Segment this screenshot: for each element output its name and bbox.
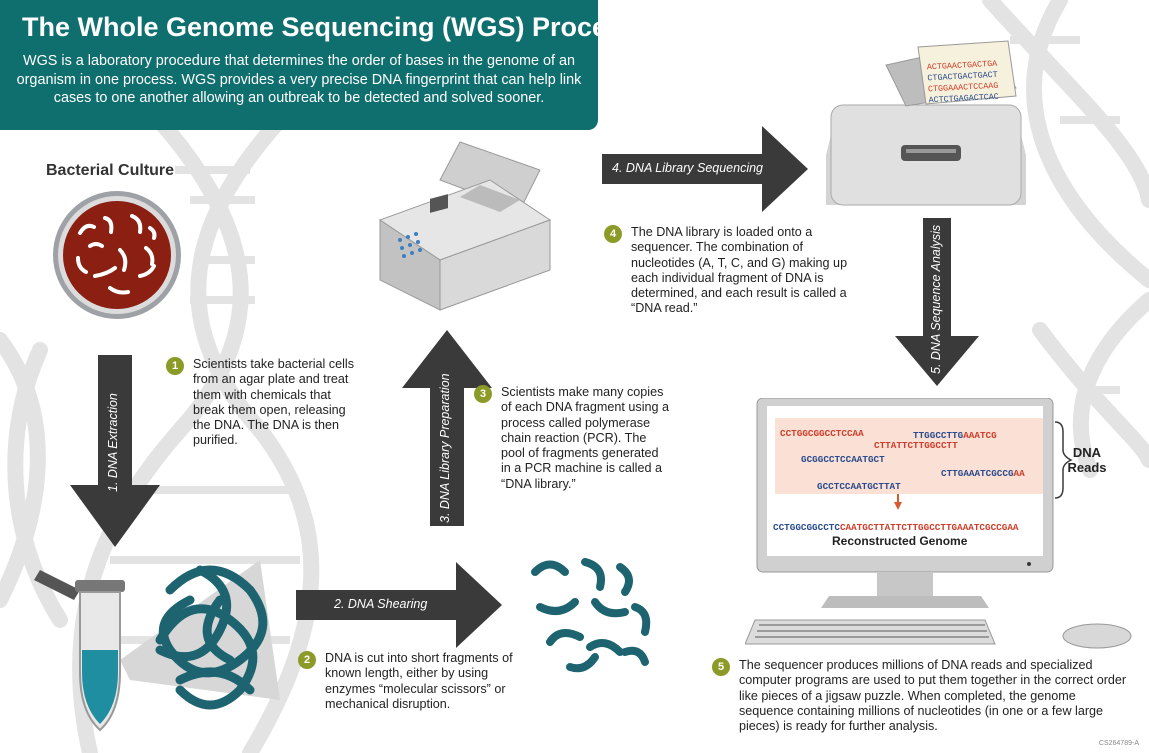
genome-sequence-part: CAATGCTTATTCTTGGCCTTGAAATCGCCGAA <box>839 522 1019 533</box>
step-4-text: The DNA library is loaded onto a sequenc… <box>631 225 848 316</box>
step-1-text: Scientists take bacterial cells from an … <box>193 357 354 448</box>
step-5: 5 The sequencer produces millions of DNA… <box>712 658 1132 734</box>
bacterial-culture-title: Bacterial Culture <box>46 162 175 179</box>
dna-read-part: AAATCG <box>963 430 997 441</box>
dna-library-sequencing-arrow <box>602 126 808 212</box>
step-1-badge: 1 <box>166 357 184 375</box>
dna-fragments-illustration <box>531 558 651 673</box>
sequencer-illustration <box>826 40 1026 206</box>
dna-sequence-analysis-label: 5. DNA Sequence Analysis <box>929 224 943 374</box>
dna-shearing-label: 2. DNA Shearing <box>334 597 428 611</box>
dna-read-part: GCGGCCTCC <box>801 454 852 465</box>
dna-reads-label: DNA Reads <box>1067 445 1107 475</box>
dna-read-part: CCTGGCGGCCTC <box>780 428 847 439</box>
step-3: 3 Scientists make many copies of each DN… <box>474 385 674 492</box>
dna-read: CTTATTCTTGGCCTT <box>874 440 958 451</box>
dna-read-part: AATGCT <box>851 454 885 465</box>
dna-shearing-arrow <box>296 562 502 648</box>
genome-sequence-part: CCTGGCGGCCTC <box>773 522 840 533</box>
pcr-machine-illustration <box>378 141 552 311</box>
header-panel: The Whole Genome Sequencing (WGS) Proces… <box>0 0 637 130</box>
dna-read-part: GCCTCC <box>817 481 851 492</box>
dna-read: CTTGAAATCGCCGAA <box>941 468 1025 479</box>
step-3-badge: 3 <box>474 385 492 403</box>
dna-library-sequencing-label: 4. DNA Library Sequencing <box>612 161 764 175</box>
dna-read-part: TTGGCCTTG <box>913 430 964 441</box>
dna-extraction-label: 1. DNA Extraction <box>106 393 120 492</box>
dna-library-preparation-label: 3. DNA Library Preparation <box>438 373 452 523</box>
reconstructed-genome-label: Reconstructed Genome <box>832 534 968 548</box>
step-5-text: The sequencer produces millions of DNA r… <box>739 658 1127 734</box>
dna-read-part: AATGCTTAT <box>850 481 901 492</box>
step-4: 4 The DNA library is loaded onto a seque… <box>604 225 854 317</box>
step-4-badge: 4 <box>604 225 622 243</box>
computer-illustration <box>745 398 1132 649</box>
step-1: 1 Scientists take bacterial cells from a… <box>166 357 366 449</box>
dna-read-part: CTTGAAATCGCCG <box>941 468 1014 479</box>
tube-and-dna-illustration <box>34 560 280 732</box>
dna-extraction-arrow <box>70 355 160 547</box>
step-5-badge: 5 <box>712 658 730 676</box>
page-description: WGS is a laboratory procedure that deter… <box>16 53 582 106</box>
step-2-text: DNA is cut into short fragments of known… <box>325 651 513 711</box>
reconstructed-genome-sequence: CCTGGCGGCCTCCAATGCTTATTCTTGGCCTTGAAATCGC… <box>773 522 1018 533</box>
sequencer-screen: ACTGAACTGACTGA CTGACTGACTGACT CTGGAAACTC… <box>924 56 1023 121</box>
dna-read-part: CTTATTCTTGGCCTT <box>874 440 958 451</box>
step-2-badge: 2 <box>298 651 316 669</box>
dna-library-preparation-arrow <box>402 330 492 526</box>
dna-read: GCCTCCAATGCTTAT <box>817 481 901 492</box>
dna-sequence-analysis-arrow <box>895 218 979 386</box>
dna-read: CCTGGCGGCCTCCAA <box>780 428 864 439</box>
step-3-text: Scientists make many copies of each DNA … <box>501 385 670 491</box>
dna-read-part: CAA <box>846 428 864 439</box>
petri-dish-illustration <box>53 191 181 319</box>
dna-read: GCGGCCTCCAATGCT <box>801 454 885 465</box>
dna-read-part: AA <box>1013 468 1025 479</box>
dna-read: TTGGCCTTGAAATCG <box>913 430 997 441</box>
step-2: 2 DNA is cut into short fragments of kno… <box>298 651 518 712</box>
page-title: The Whole Genome Sequencing (WGS) Proces… <box>22 12 638 42</box>
figure-code: CS264789-A <box>1098 740 1139 747</box>
